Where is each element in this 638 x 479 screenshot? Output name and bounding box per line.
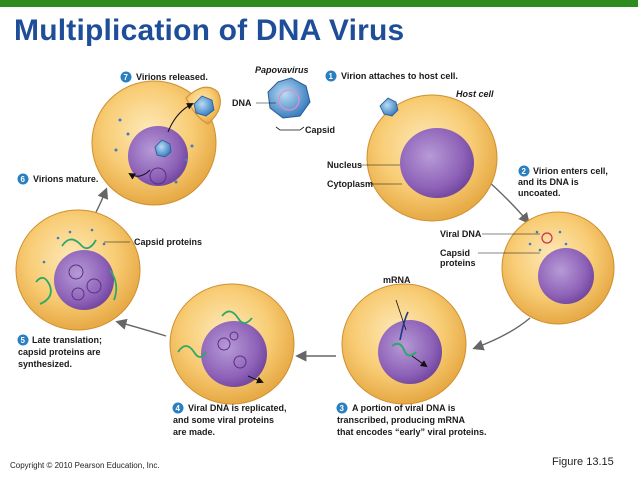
svg-text:1: 1 [329,72,334,81]
nucleus [201,321,267,387]
step-3: 3 A portion of viral DNA is transcribed,… [336,402,487,437]
svg-text:capsid proteins are: capsid proteins are [18,347,101,357]
nucleus [128,126,188,186]
svg-text:Virions released.: Virions released. [136,72,208,82]
svg-text:4: 4 [176,404,181,413]
step-6: 6 Virions mature. [17,173,98,185]
svg-text:Virion enters cell,: Virion enters cell, [533,166,608,176]
svg-text:Virions mature.: Virions mature. [33,174,98,184]
svg-text:that encodes “early” viral pro: that encodes “early” viral proteins. [337,427,487,437]
label-cytoplasm: Cytoplasm [327,179,373,189]
nucleus [400,128,474,198]
label-mrna: mRNA [383,275,411,285]
papovavirus-icon [267,77,311,131]
label-dna: DNA [232,98,252,108]
cell-translation [15,209,141,331]
cell-transcription [341,283,467,405]
svg-text:uncoated.: uncoated. [518,188,561,198]
label-capsid-proteins-1: Capsid [440,248,470,258]
svg-text:and its DNA is: and its DNA is [518,177,579,187]
top-accent-bar [0,0,638,7]
step-4: 4 Viral DNA is replicated, and some vira… [172,402,287,437]
cell-release [91,80,221,206]
step-1: 1 Virion attaches to host cell. [325,70,458,82]
arrow-4-to-5 [115,318,167,337]
copyright-text: Copyright © 2010 Pearson Education, Inc. [10,461,160,470]
svg-text:Late translation;: Late translation; [32,335,102,345]
svg-text:synthesized.: synthesized. [18,359,72,369]
figure-number: Figure 13.15 [552,456,614,468]
cell-uncoat [501,211,615,325]
step-2: 2 Virion enters cell, and its DNA is unc… [518,165,608,198]
virion-attaching [379,97,399,117]
svg-text:7: 7 [124,73,129,82]
label-host-cell: Host cell [456,89,494,99]
cell-host [366,94,498,222]
cell-replication [169,283,295,405]
label-capsid: Capsid [305,125,335,135]
label-viral-dna: Viral DNA [440,229,482,239]
page-title: Multiplication of DNA Virus [14,14,405,47]
label-capsid-proteins-2: proteins [440,258,476,268]
svg-text:5: 5 [21,336,26,345]
label-capsid-proteins-left: Capsid proteins [134,237,202,247]
arrow-2-to-3 [472,317,531,351]
nucleus [538,248,594,304]
svg-text:3: 3 [340,404,345,413]
step-7: 7 Virions released. [120,71,208,83]
step-1-text: Virion attaches to host cell. [341,71,458,81]
label-nucleus: Nucleus [327,160,362,170]
svg-text:transcribed, producing mRNA: transcribed, producing mRNA [337,415,466,425]
nucleus [54,250,114,310]
label-papovavirus: Papovavirus [255,65,309,75]
step-5: 5 Late translation; capsid proteins are … [17,334,102,369]
svg-text:and some viral proteins: and some viral proteins [173,415,274,425]
svg-text:are made.: are made. [173,427,215,437]
svg-text:6: 6 [21,175,26,184]
svg-text:Viral DNA is replicated,: Viral DNA is replicated, [188,403,287,413]
svg-text:A portion of viral DNA is: A portion of viral DNA is [352,403,455,413]
nucleus [378,320,442,384]
svg-text:2: 2 [522,167,527,176]
